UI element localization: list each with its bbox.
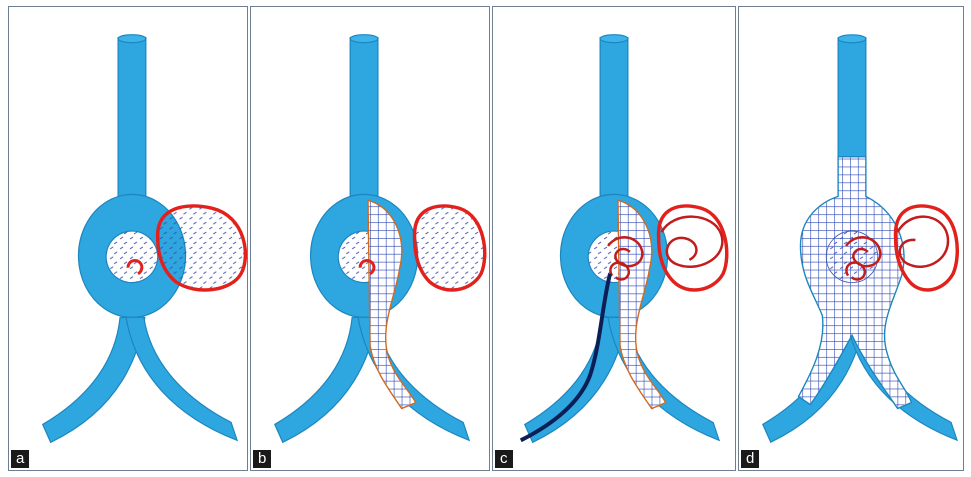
panel-a: a — [8, 6, 248, 471]
left-branch — [43, 317, 145, 442]
upper-vessel — [838, 38, 866, 157]
panel-c: c — [492, 6, 736, 471]
panel-b-diagram — [251, 7, 489, 470]
left-branch — [275, 317, 377, 442]
left-branch — [525, 317, 627, 442]
panel-label-d: d — [741, 450, 759, 468]
panel-a-diagram — [9, 7, 247, 470]
upper-vessel — [118, 38, 146, 207]
upper-vessel — [350, 38, 378, 207]
panel-label-b: b — [253, 450, 271, 468]
panel-label-c: c — [495, 450, 513, 468]
aneurysm-sac — [106, 231, 158, 283]
lesion-external — [659, 206, 727, 290]
panel-d: d — [738, 6, 964, 471]
upper-vessel — [600, 38, 628, 207]
panel-label-a: a — [11, 450, 29, 468]
lesion-external — [415, 206, 485, 290]
panel-d-diagram — [739, 7, 963, 470]
panel-c-diagram — [493, 7, 735, 470]
lesion-external — [158, 206, 246, 290]
panel-b: b — [250, 6, 490, 471]
right-branch — [126, 317, 237, 440]
